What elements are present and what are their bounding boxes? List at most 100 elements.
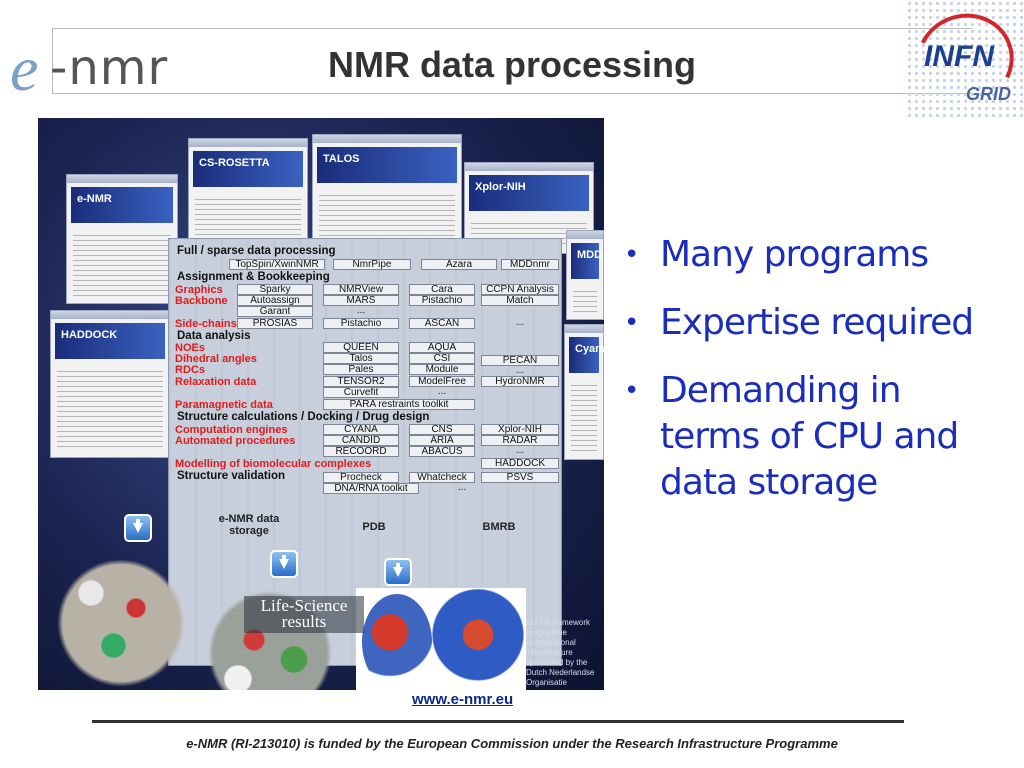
bullet-text: Many programs [660,234,929,275]
program-ellipsis: ... [515,446,525,456]
window-haddock: HADDOCK [50,310,170,458]
program-sparky: Sparky [237,284,313,295]
category-modelling: Modelling of biomolecular complexes [175,458,372,470]
program-ellipsis: ... [457,483,467,493]
bullet-text: Demanding in terms of CPU and data stora… [660,370,959,503]
category-backbone: Backbone [175,295,228,307]
nmr-software-collage: CS-ROSETTA TALOS Xplor-NIH e-NMR HADDOCK… [38,118,604,690]
e-nmr-logo-e: e [10,33,39,104]
category-side-chains: Side-chains [175,318,237,330]
category-assignment: Assignment & Bookkeeping [177,271,330,283]
program-topspin: TopSpin/XwinNMR [229,259,325,270]
category-relaxation: Relaxation data [175,376,257,388]
category-data-analysis: Data analysis [177,330,251,342]
bullet-item: • Demanding in terms of CPU and data stor… [624,368,1004,506]
window-title: CS-ROSETTA [199,157,270,169]
program-module: Module [409,364,475,375]
program-recoord: RECOORD [323,446,399,457]
program-pales: Pales [323,364,399,375]
bullet-dot-icon: • [624,308,639,338]
program-abacus: ABACUS [409,446,475,457]
program-prosias: PROSIAS [237,318,313,329]
program-ellipsis: ... [515,318,525,328]
program-pecan: PECAN [481,355,559,366]
grid-logo-text: GRID [966,84,1011,104]
program-psvs: PSVS [481,472,559,483]
window-title: MDD [577,249,603,261]
program-cns: CNS [409,424,475,435]
program-nmrview: NMRView [323,284,399,295]
category-validation: Structure validation [177,470,285,482]
category-rdcs: RDCs [175,364,205,376]
program-curvefit: Curvefit [323,387,399,398]
category-structure-calc: Structure calculations / Docking / Drug … [177,411,430,423]
program-modelfree: ModelFree [409,376,475,387]
logo-dot-pattern [906,0,1024,118]
program-haddock: HADDOCK [481,458,559,469]
program-para-toolkit: PARA restraints toolkit [323,399,475,410]
slide-title: NMR data processing [327,44,697,85]
program-nmrpipe: NmrPipe [333,259,411,270]
storage-bmrb: BMRB [482,521,516,533]
e-nmr-logo-text: -nmr [50,40,169,96]
window-mdd: MDD [566,230,604,320]
program-match: Match [481,295,559,306]
storage-pdb: PDB [362,521,386,533]
category-automated: Automated procedures [175,435,296,447]
program-procheck: Procheck [323,472,399,483]
program-azara: Azara [421,259,497,270]
program-mars: MARS [323,295,399,306]
category-dihedral: Dihedral angles [175,353,257,365]
program-pistachio-2: Pistachio [323,318,399,329]
bullet-item: • Expertise required [624,300,1004,346]
program-cyana: CYANA [323,424,399,435]
program-ascan: ASCAN [409,318,475,329]
eu-footnote: EU 7th framework programme computational… [526,618,595,687]
protein-complex-image [430,588,526,690]
storage-e-nmr: e-NMR data storage [218,513,280,537]
infn-grid-logo: INFN GRID [903,0,1024,120]
program-aqua: AQUA [409,342,475,353]
window-cs-rosetta: CS-ROSETTA [188,138,308,248]
program-csi: CSI [409,353,475,364]
funding-footer: e-NMR (RI-213010) is funded by the Europ… [186,736,838,751]
window-e-nmr: e-NMR [66,174,178,304]
category-paramagnetic: Paramagnetic data [175,399,273,411]
title-frame [52,28,972,94]
program-tensor2: TENSOR2 [323,376,399,387]
protein-surface-image [46,548,196,690]
window-title: TALOS [323,153,360,165]
e-nmr-logo: e -nmr [6,33,196,104]
program-garant: Garant [237,306,313,317]
program-mddnmr: MDDnmr [501,259,559,270]
program-candid: CANDID [323,435,399,446]
program-whatcheck: Whatcheck [409,472,475,483]
bullet-dot-icon: • [624,240,639,270]
program-ccpn: CCPN Analysis [481,284,559,295]
program-queen: QUEEN [323,342,399,353]
bullet-text: Expertise required [660,302,974,343]
category-full-sparse: Full / sparse data processing [177,245,336,257]
website-link[interactable]: www.e-nmr.eu [412,691,514,708]
protein-complex-image [362,594,432,690]
window-title: Cyana [575,343,604,355]
window-title: Xplor-NIH [475,181,526,193]
footer-rule [92,720,904,723]
window-talos: TALOS [312,134,462,252]
program-aria: ARIA [409,435,475,446]
down-arrow-icon [124,514,152,542]
program-ellipsis: ... [437,387,447,397]
bullet-list: • Many programs • Expertise required • Dema… [624,232,1004,506]
program-radar: RADAR [481,435,559,446]
program-ellipsis: ... [515,366,525,376]
program-ellipsis: ... [356,306,366,316]
program-xplor-nih: Xplor-NIH [481,424,559,435]
program-pistachio: Pistachio [409,295,475,306]
window-cyana: Cyana [564,324,604,460]
category-graphics: Graphics [175,284,223,296]
down-arrow-icon [384,558,412,586]
program-hydronmr: HydroNMR [481,376,559,387]
window-title: e-NMR [77,193,112,205]
program-dna-rna-toolkit: DNA/RNA toolkit [323,483,419,494]
bullet-dot-icon: • [624,376,639,406]
